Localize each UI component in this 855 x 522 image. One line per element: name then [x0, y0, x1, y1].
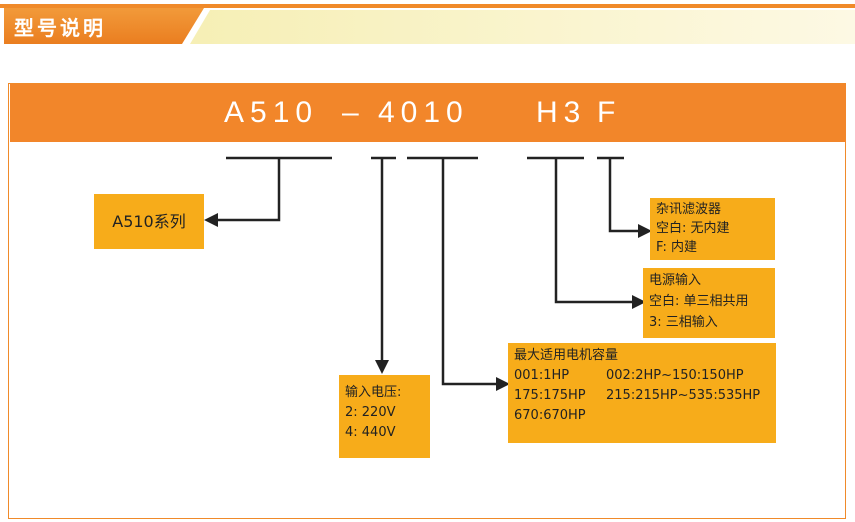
model-series-code: A510	[224, 96, 319, 129]
model-code-bar	[10, 84, 846, 142]
capacity-code: 002:2HP~150:150HP	[606, 368, 744, 383]
capacity-code: 215:215HP~535:535HP	[606, 388, 761, 403]
model-power-code: H3	[536, 96, 587, 129]
filter-option-blank: 空白: 无内建	[656, 221, 730, 236]
filter-box: 杂讯滤波器 空白: 无内建 F: 内建	[650, 198, 775, 260]
filter-option-f: F: 内建	[656, 240, 697, 255]
page-title: 型号说明	[14, 16, 106, 40]
connector-filter	[608, 158, 642, 233]
power-input-box: 电源输入 空白: 单三相共用 3: 三相输入	[643, 268, 775, 338]
model-filter-code: F	[597, 96, 622, 129]
connector-capacity	[441, 158, 500, 386]
capacity-code: 175:175HP	[514, 388, 586, 403]
capacity-code: 670:670HP	[514, 408, 586, 423]
header-band	[190, 10, 855, 44]
arrow-power	[632, 295, 646, 309]
connector-series	[216, 158, 281, 222]
capacity-title: 最大适用电机容量	[514, 348, 619, 363]
arrow-filter	[638, 224, 652, 238]
capacity-code: 001:1HP	[514, 368, 570, 383]
header-line	[0, 4, 855, 8]
arrow-voltage	[375, 360, 389, 374]
series-label: A510系列	[112, 211, 186, 231]
diagram-frame	[8, 83, 846, 519]
arrow-series	[204, 213, 218, 227]
series-box: A510系列	[94, 194, 204, 249]
model-dash: –	[342, 96, 365, 129]
power-option-blank: 空白: 单三相共用	[649, 294, 749, 309]
header-tab	[4, 8, 204, 44]
model-capacity-code: 4010	[378, 96, 469, 129]
filter-title: 杂讯滤波器	[656, 202, 722, 217]
voltage-option-220: 2: 220V	[345, 405, 396, 420]
voltage-title: 输入电压:	[345, 385, 402, 400]
capacity-box: 最大适用电机容量 001:1HP 002:2HP~150:150HP 175:1…	[508, 343, 776, 443]
voltage-box: 输入电压: 2: 220V 4: 440V	[339, 375, 430, 458]
connector-power	[554, 158, 636, 304]
power-option-3: 3: 三相输入	[649, 315, 718, 330]
arrow-capacity	[496, 377, 510, 391]
voltage-option-440: 4: 440V	[345, 425, 396, 440]
power-title: 电源输入	[649, 273, 702, 288]
